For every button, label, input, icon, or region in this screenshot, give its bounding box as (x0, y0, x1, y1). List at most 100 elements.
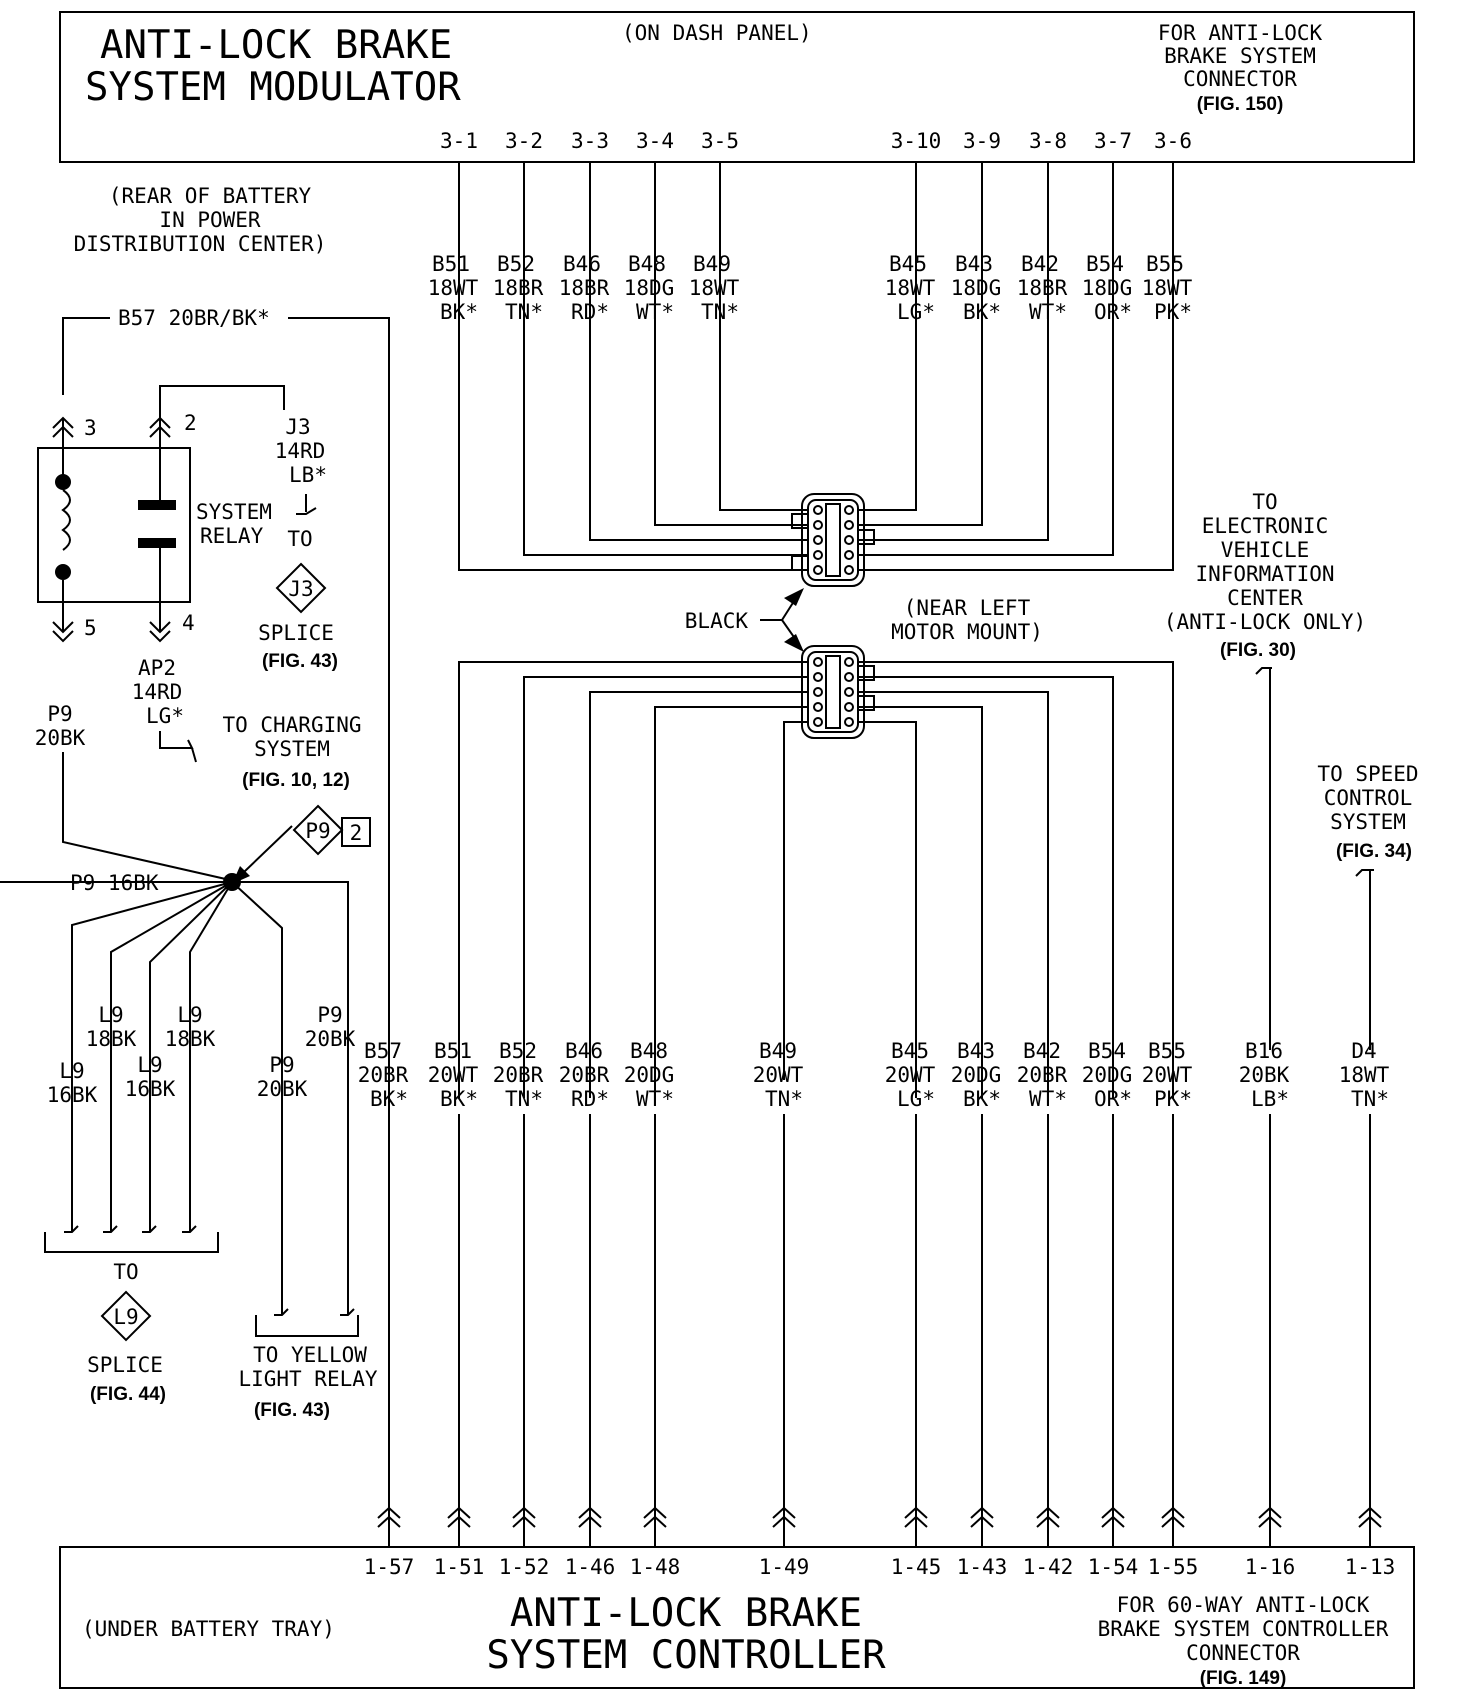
p9-16bk-label: P9 16BK (70, 871, 159, 895)
relay-contact-top (138, 500, 176, 510)
relay-pin5: 5 (84, 616, 97, 640)
controller-pin-number: 1-57 (364, 1555, 415, 1579)
controller-pin-connector (1101, 1506, 1125, 1547)
controller-pin-connector (512, 1506, 536, 1547)
modulator-pin-number: 3-7 (1094, 129, 1132, 153)
modulator-connector-fig: (FIG. 150) (1197, 94, 1284, 115)
controller-wire-gauge: 20WT (1142, 1063, 1193, 1087)
charging-label-2: SYSTEM (254, 737, 330, 761)
controller-title-2: SYSTEM CONTROLLER (486, 1633, 886, 1678)
controller-wire-tracer: LG* (897, 1087, 935, 1111)
l9c-circuit: L9 (137, 1053, 162, 1077)
modulator-wire-circuit: B45 (889, 252, 927, 276)
p9-sheet-diamond (292, 804, 344, 856)
relay-label-2: RELAY (200, 524, 264, 548)
p9a-gauge: 20BK (257, 1077, 308, 1101)
j3-splice-id: J3 (288, 577, 313, 601)
controller-wire-circuit: B48 (630, 1039, 668, 1063)
modulator-title-1: ANTI-LOCK BRAKE (100, 23, 452, 68)
controller-wire-circuit: B46 (565, 1039, 603, 1063)
controller-wire-gauge: 20WT (428, 1063, 479, 1087)
modulator-wire-gauge: 18BR (559, 276, 610, 300)
relay-contact-bottom (138, 538, 176, 548)
relay-coil-node-top (55, 474, 71, 490)
j3-wire-break (296, 494, 317, 515)
relay-pin5-connector (52, 621, 74, 643)
modulator-wire-circuit: B43 (955, 252, 993, 276)
pdc-note-1: (REAR OF BATTERY (109, 184, 312, 208)
controller-pin-number: 1-46 (565, 1555, 616, 1579)
ap2-circuit: AP2 (138, 656, 176, 680)
yellow-relay-label-2: LIGHT RELAY (238, 1367, 377, 1391)
ap2-tracer: LG* (146, 704, 184, 728)
speed-label-2: CONTROL (1324, 786, 1413, 810)
evic-label-4: INFORMATION (1195, 562, 1334, 586)
pdc-note-3: DISTRIBUTION CENTER) (74, 232, 327, 256)
controller-wire-tracer: BK* (440, 1087, 478, 1111)
modulator-wire-circuit: B55 (1146, 252, 1184, 276)
l9c-gauge: 16BK (125, 1077, 176, 1101)
l9c-wire (149, 881, 233, 1232)
p9-sheet-arrow (243, 825, 293, 873)
modulator-title-2: SYSTEM MODULATOR (85, 65, 461, 110)
pdc-note-2: IN POWER (159, 208, 261, 232)
l9-splice-diamond (100, 1290, 152, 1342)
controller-title-1: ANTI-LOCK BRAKE (510, 1591, 862, 1636)
controller-wire-tracer: BK* (963, 1087, 1001, 1111)
j3-splice-label: SPLICE (258, 621, 334, 645)
l9-wire-breaks (64, 1225, 197, 1233)
controller-pin-group: B5720BRBK*1-57B5120WTBK*1-51B5220BRTN*1-… (358, 1039, 1396, 1579)
speed-fig: (FIG. 34) (1336, 841, 1412, 862)
modulator-pin-number: 3-2 (505, 129, 543, 153)
evic-label-1: TO (1252, 490, 1277, 514)
yellow-relay-label-1: TO YELLOW (253, 1343, 367, 1367)
controller-connector-fig: (FIG. 149) (1200, 1668, 1287, 1689)
controller-pin-number: 1-52 (499, 1555, 550, 1579)
inline-connector-location-1: (NEAR LEFT (904, 596, 1031, 620)
modulator-wire-gauge: 18WT (885, 276, 936, 300)
controller-location: (UNDER BATTERY TRAY) (82, 1617, 335, 1641)
modulator-wire-circuit: B48 (628, 252, 666, 276)
l9d-wire (189, 881, 233, 1232)
controller-wire-tracer: WT* (1029, 1087, 1067, 1111)
modulator-connector-note-3: CONNECTOR (1183, 67, 1297, 91)
modulator-wire-gauge: 18DG (624, 276, 675, 300)
controller-pin-connector (1161, 1506, 1185, 1547)
modulator-wire-gauge: 18BR (493, 276, 544, 300)
evic-label-2: ELECTRONIC (1202, 514, 1328, 538)
p9-relay-circuit: P9 (47, 702, 72, 726)
controller-pin-connector (970, 1506, 994, 1547)
p9a-wire (231, 881, 283, 1315)
evic-label-5: CENTER (1227, 586, 1303, 610)
relay-pin2: 2 (184, 411, 197, 435)
modulator-pin-number: 3-9 (963, 129, 1001, 153)
controller-wire-circuit: B16 (1245, 1039, 1283, 1063)
l9d-circuit: L9 (177, 1003, 202, 1027)
relay-coil (61, 489, 71, 551)
charging-fig: (FIG. 10, 12) (242, 770, 350, 791)
controller-wire-gauge: 20WT (885, 1063, 936, 1087)
controller-pin-number: 1-55 (1148, 1555, 1199, 1579)
controller-pin-connector (772, 1506, 796, 1547)
p9b-gauge: 20BK (305, 1027, 356, 1051)
modulator-pin-number: 3-4 (636, 129, 674, 153)
controller-wire-gauge: 20DG (624, 1063, 675, 1087)
j3-splice-diamond (275, 562, 327, 614)
modulator-wire-gauge: 18BR (1017, 276, 1068, 300)
speed-label-1: TO SPEED (1317, 762, 1418, 786)
b57-wire-left (62, 317, 110, 395)
controller-wire-gauge: 20BR (493, 1063, 544, 1087)
evic-label-6: (ANTI-LOCK ONLY) (1164, 610, 1366, 634)
modulator-pin-number: 3-10 (891, 129, 942, 153)
controller-wire-circuit: B52 (499, 1039, 537, 1063)
charging-label-1: TO CHARGING (222, 713, 361, 737)
controller-pin-connector (377, 1506, 401, 1547)
controller-pin-connector (1258, 1506, 1282, 1547)
l9d-gauge: 18BK (165, 1027, 216, 1051)
modulator-connector-note-1: FOR ANTI-LOCK (1158, 21, 1323, 45)
system-relay-box (37, 447, 191, 603)
modulator-wire-gauge: 18WT (1142, 276, 1193, 300)
modulator-wire-circuit: B49 (693, 252, 731, 276)
controller-pin-number: 1-54 (1088, 1555, 1139, 1579)
